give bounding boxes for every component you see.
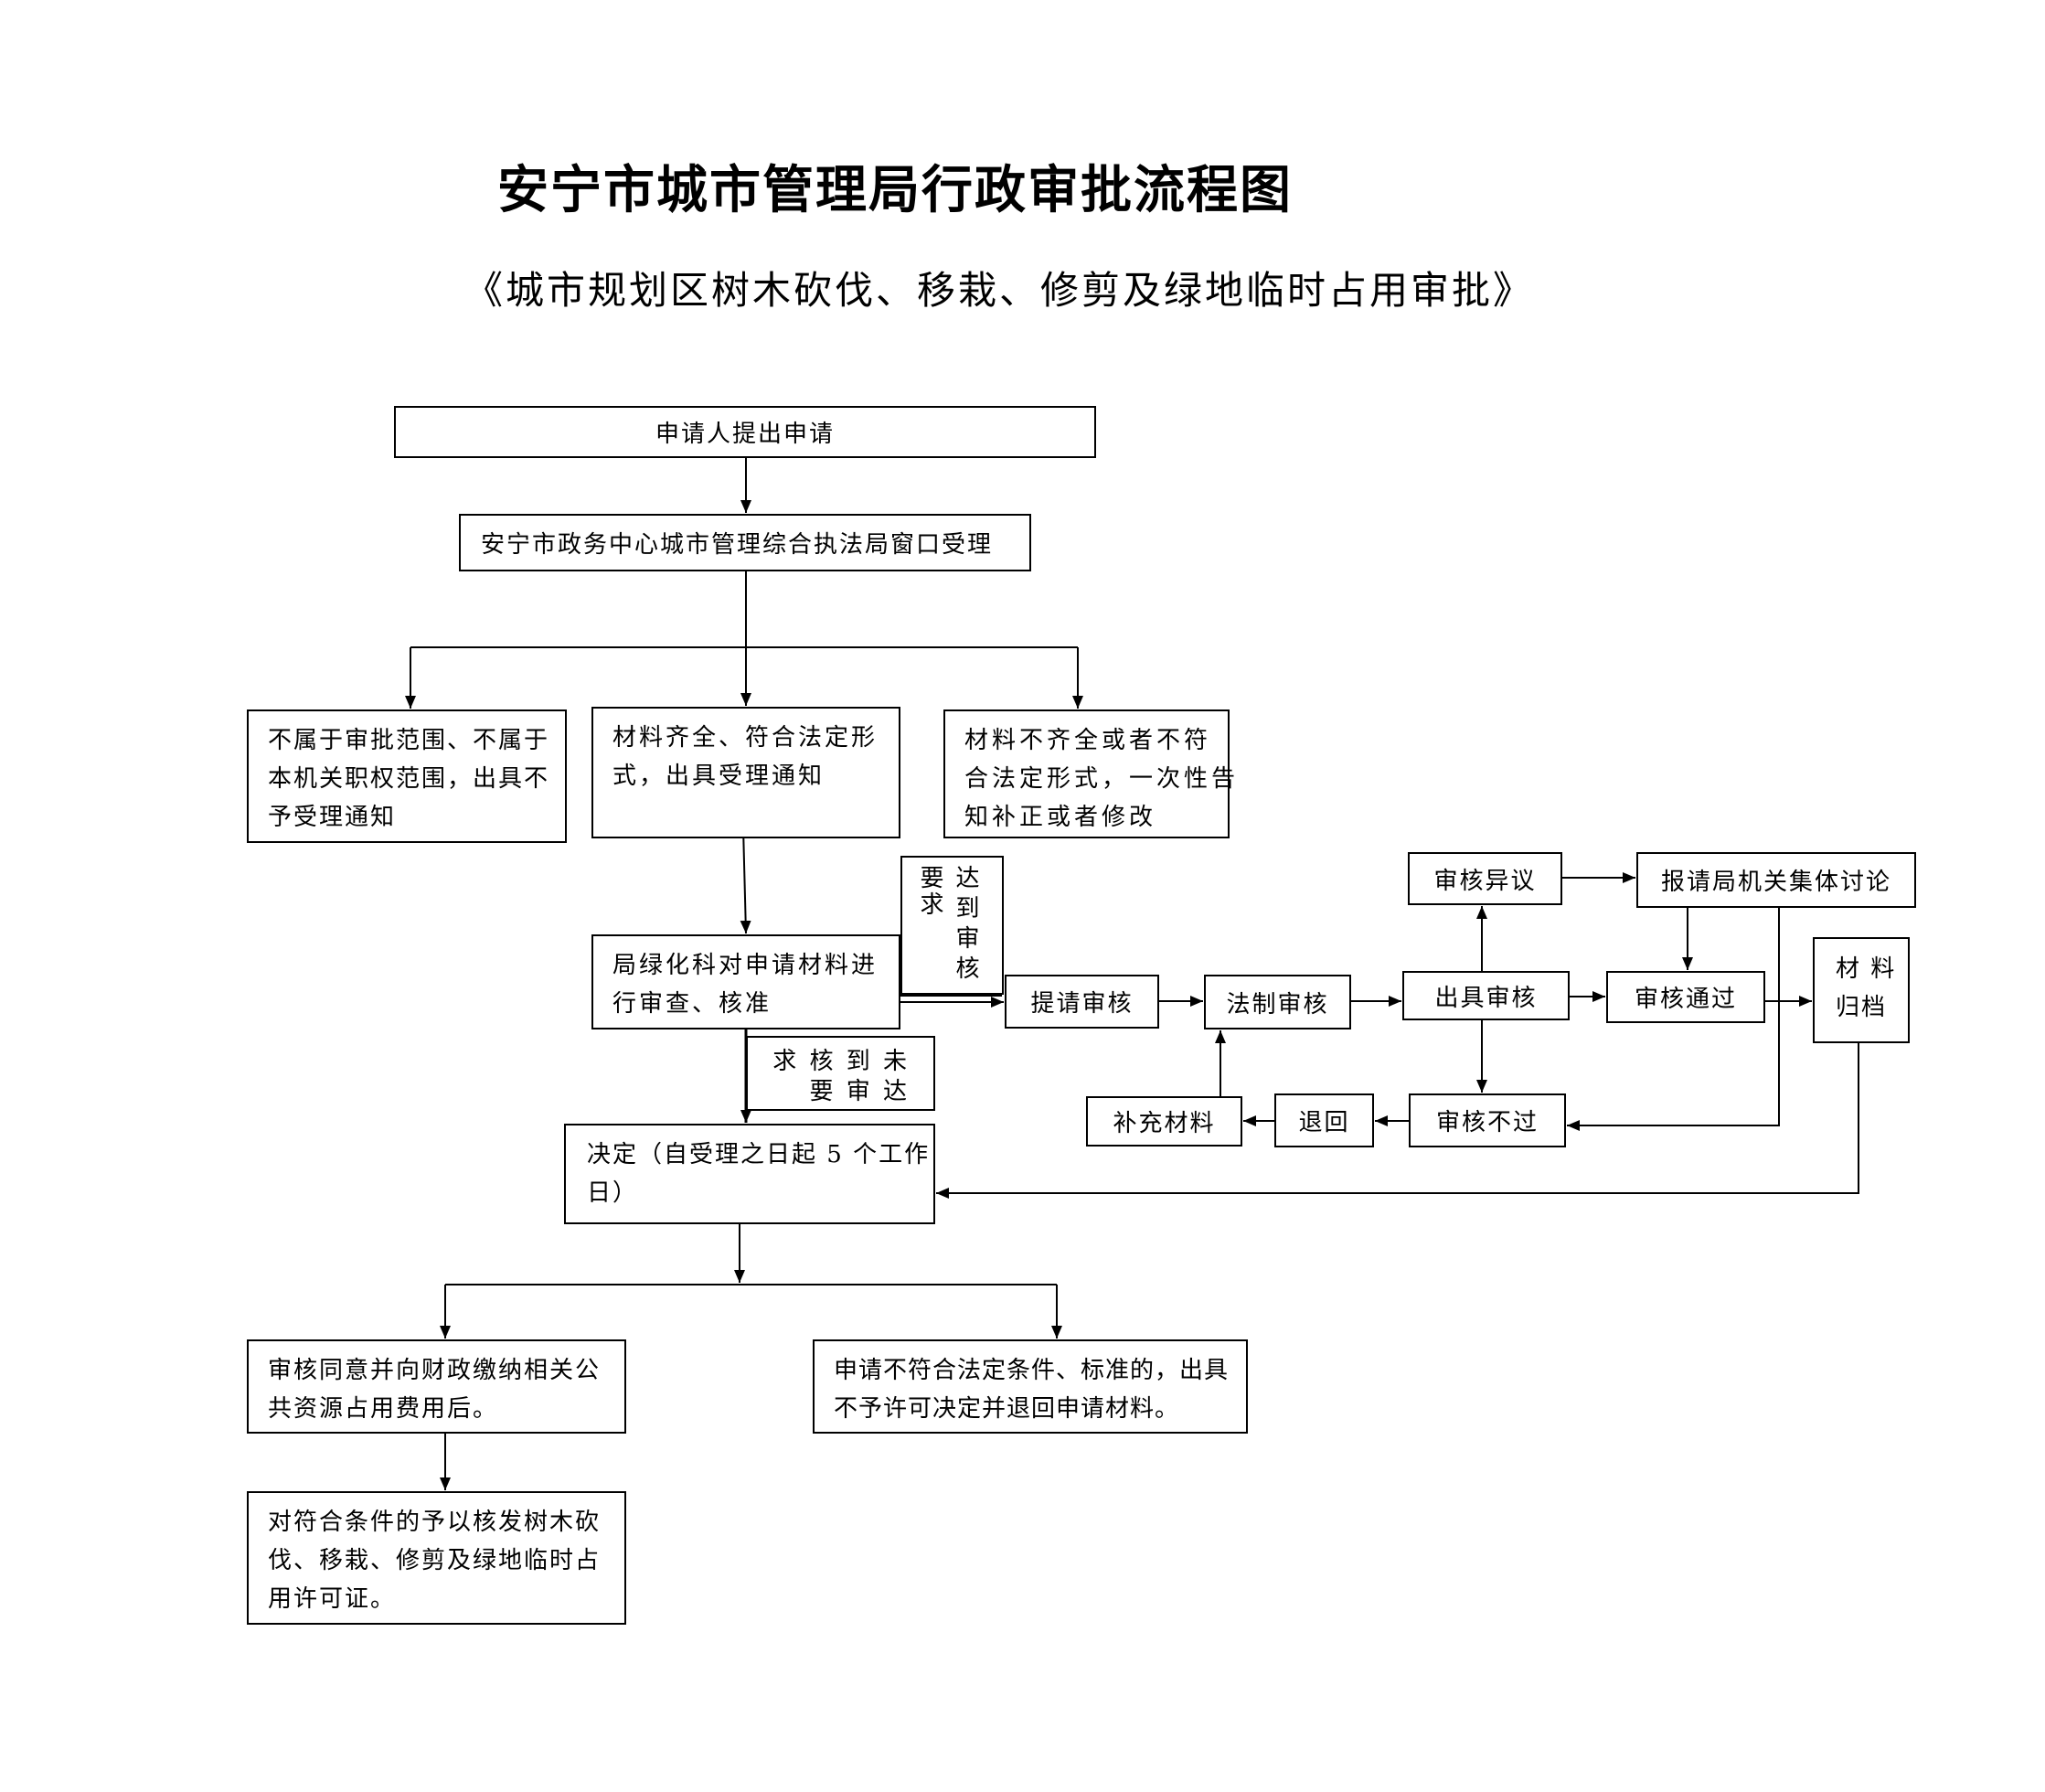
box-supplement: 补充材料	[1086, 1096, 1242, 1147]
box-archive-line: 材 料	[1836, 955, 1897, 983]
box-incomplete-line: 材料不齐全或者不符	[964, 727, 1212, 754]
box-review-failed: 审核不过	[1409, 1093, 1566, 1147]
box-approve-pay-line: 共资源占用费用后。	[268, 1395, 499, 1423]
box-issue-review-label: 出具审核	[1434, 984, 1538, 1012]
box-greening-review-line: 行审查、核准	[612, 990, 772, 1018]
box-decision-line: 决定（自受理之日起 5 个工作	[587, 1141, 931, 1168]
box-greening-review-line: 局绿化科对申请材料进	[612, 952, 879, 979]
box-issue-permit-line: 对符合条件的予以核发树木砍	[268, 1509, 602, 1536]
box-return-label: 退回	[1298, 1109, 1350, 1136]
box-incomplete-line: 合法定形式，一次性告	[964, 765, 1240, 793]
box-issue-permit: 对符合条件的予以核发树木砍 伐、移栽、修剪及绿地临时占 用许可证。	[247, 1491, 626, 1625]
box-review-objection: 审核异议	[1408, 852, 1562, 905]
box-apply-label: 申请人提出申请	[655, 421, 835, 448]
box-approve-pay: 审核同意并向财政缴纳相关公 共资源占用费用后。	[247, 1339, 626, 1434]
box-approve-pay-line: 审核同意并向财政缴纳相关公	[268, 1357, 602, 1384]
box-accepted-line: 材料齐全、符合法定形	[612, 724, 879, 752]
box-review-objection-label: 审核异议	[1433, 867, 1537, 895]
box-submit-review: 提请审核	[1005, 975, 1159, 1029]
arrow-discussion-to-failed	[1567, 908, 1780, 1131]
box-review-passed: 审核通过	[1606, 971, 1765, 1023]
box-apply: 申请人提出申请	[394, 406, 1096, 458]
box-reject-line: 不予许可决定并退回申请材料。	[834, 1395, 1180, 1423]
box-return: 退回	[1274, 1093, 1374, 1147]
arrow-archive-to-decision	[936, 1043, 1859, 1199]
box-decision-line: 日）	[587, 1179, 639, 1207]
box-not-in-scope-line: 不属于审批范围、不属于	[268, 727, 550, 754]
box-collective-discussion-label: 报请局机关集体讨论	[1660, 869, 1891, 896]
box-window-accept: 安宁市政务中心城市管理综合执法局窗口受理	[459, 514, 1031, 571]
box-not-in-scope-line: 予受理通知	[268, 804, 397, 831]
box-not-meet-requirement-line: 要 审 达	[809, 1078, 910, 1105]
page-title: 安宁市城市管理局行政审批流程图	[497, 160, 1293, 220]
box-accepted: 材料齐全、符合法定形 式，出具受理通知	[591, 707, 900, 838]
box-reject: 申请不符合法定条件、标准的，出具 不予许可决定并退回申请材料。	[813, 1339, 1248, 1434]
box-not-meet-requirement: 求 核 到 未 要 审 达	[746, 1036, 935, 1111]
box-review-failed-label: 审核不过	[1435, 1109, 1539, 1136]
box-supplement-label: 补充材料	[1113, 1110, 1216, 1137]
box-archive-line: 归档	[1836, 994, 1888, 1021]
box-collective-discussion: 报请局机关集体讨论	[1636, 852, 1916, 908]
box-legal-review-label: 法制审核	[1226, 990, 1329, 1019]
box-meets-requirement-col: 达到审核	[952, 865, 979, 986]
box-issue-permit-line: 用许可证。	[268, 1585, 397, 1613]
box-accepted-line: 式，出具受理通知	[612, 763, 825, 790]
box-archive: 材 料 归档	[1813, 937, 1910, 1043]
box-review-passed-label: 审核通过	[1634, 986, 1737, 1013]
arrow-accepted-to-greening	[740, 827, 751, 934]
box-meets-requirement-col: 要求	[916, 865, 943, 918]
box-submit-review-label: 提请审核	[1030, 990, 1134, 1018]
box-decision: 决定（自受理之日起 5 个工作 日）	[564, 1124, 935, 1224]
box-meets-requirement: 要求 达到审核	[900, 856, 1004, 995]
box-legal-review: 法制审核	[1204, 975, 1351, 1029]
box-issue-permit-line: 伐、移栽、修剪及绿地临时占	[268, 1547, 602, 1574]
box-reject-line: 申请不符合法定条件、标准的，出具	[834, 1357, 1230, 1384]
box-greening-review: 局绿化科对申请材料进 行审查、核准	[591, 934, 900, 1029]
box-window-accept-label: 安宁市政务中心城市管理综合执法局窗口受理	[481, 531, 994, 559]
box-issue-review: 出具审核	[1402, 971, 1570, 1020]
box-incomplete-line: 知补正或者修改	[964, 804, 1157, 831]
box-not-meet-requirement-line: 求 核 到 未	[772, 1048, 910, 1075]
page-subtitle: 《城市规划区树木砍伐、移栽、修剪及绿地临时占用审批》	[464, 268, 1535, 313]
box-not-in-scope: 不属于审批范围、不属于 本机关职权范围，出具不 予受理通知	[247, 709, 567, 843]
box-incomplete: 材料不齐全或者不符 合法定形式，一次性告 知补正或者修改	[943, 709, 1240, 838]
box-not-in-scope-line: 本机关职权范围，出具不	[268, 765, 550, 793]
